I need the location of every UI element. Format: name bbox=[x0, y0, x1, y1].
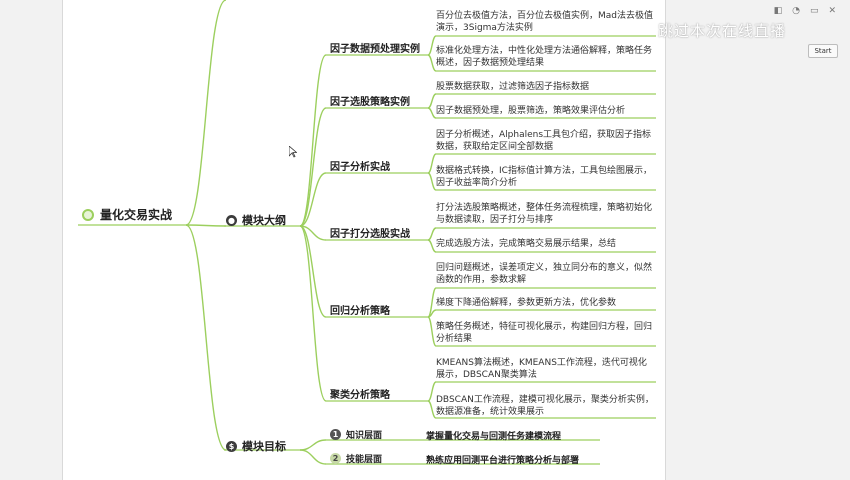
number-one-icon: 1 bbox=[330, 429, 341, 440]
section-node[interactable]: 回归分析策略 bbox=[330, 302, 390, 317]
goal-key-label: 技能层面 bbox=[346, 455, 383, 465]
leaf-text: 股票数据获取，过滤筛选因子指标数据 bbox=[436, 82, 590, 92]
section-node[interactable]: 因子选股策略实例 bbox=[330, 93, 410, 108]
leaf-node[interactable]: 完成选股方法，完成策略交易展示结果，总结 bbox=[436, 238, 654, 250]
leaf-text: 策略任务概述，特征可视化展示，构建回归方程，回归分析结果 bbox=[436, 322, 653, 344]
leaf-node[interactable]: 百分位去极值方法，百分位去极值实例，Mad法去极值演示，3Sigma方法实例 bbox=[436, 10, 654, 34]
leaf-node[interactable]: 数据格式转换，IC指标值计算方法，工具包绘图展示，因子收益率简介分析 bbox=[436, 165, 654, 189]
leaf-text: DBSCAN工作流程，建模可视化展示，聚类分析实例，数据源准备，统计效果展示 bbox=[436, 395, 654, 417]
apple-icon: ● bbox=[226, 214, 237, 226]
window-controls: ◧ ◔ ▭ ✕ bbox=[774, 6, 836, 16]
leaf-node[interactable]: 标准化处理方法，中性化处理方法通俗解释，策略任务概述，因子数据预处理结果 bbox=[436, 45, 654, 69]
leaf-text: 完成选股方法，完成策略交易展示结果，总结 bbox=[436, 239, 617, 249]
mouse-cursor-icon bbox=[289, 146, 297, 158]
leaf-node[interactable]: 股票数据获取，过滤筛选因子指标数据 bbox=[436, 81, 654, 93]
leaf-text: KMEANS算法概述，KMEANS工作流程，迭代可视化展示，DBSCAN聚类算法 bbox=[436, 358, 647, 380]
snapshot-icon[interactable]: ◧ bbox=[773, 6, 783, 16]
goal-value-label: 掌握量化交易与回测任务建模流程 bbox=[426, 432, 562, 442]
leaf-node[interactable]: KMEANS算法概述，KMEANS工作流程，迭代可视化展示，DBSCAN聚类算法 bbox=[436, 357, 654, 381]
section-label: 因子分析实战 bbox=[330, 162, 390, 173]
section-label: 因子数据预处理实例 bbox=[330, 44, 420, 55]
close-icon[interactable]: ✕ bbox=[828, 6, 836, 16]
goal-key-node[interactable]: 2 技能层面 bbox=[330, 452, 382, 465]
root-label: 量化交易实战 bbox=[100, 208, 173, 222]
goal-value-node[interactable]: 掌握量化交易与回测任务建模流程 bbox=[426, 429, 561, 442]
leaf-node[interactable]: 回归问题概述，误差项定义，独立同分布的意义，似然函数的作用，参数求解 bbox=[436, 262, 654, 286]
goal-key-label: 知识层面 bbox=[346, 431, 383, 441]
section-label: 回归分析策略 bbox=[330, 306, 390, 317]
leaf-text: 回归问题概述，误差项定义，独立同分布的意义，似然函数的作用，参数求解 bbox=[436, 263, 653, 285]
goal-key-node[interactable]: 1 知识层面 bbox=[330, 428, 382, 441]
section-node[interactable]: 因子数据预处理实例 bbox=[330, 40, 420, 55]
leaf-text: 因子数据预处理，股票筛选，策略效果评估分析 bbox=[436, 106, 626, 116]
start-button[interactable]: Start bbox=[808, 44, 838, 58]
outline-node[interactable]: ● 模块大纲 bbox=[226, 212, 286, 228]
section-label: 因子选股策略实例 bbox=[330, 97, 410, 108]
number-two-icon: 2 bbox=[330, 453, 341, 464]
leaf-node[interactable]: 因子分析概述，Alphalens工具包介绍，获取因子指标数据，获取给定区间全部数… bbox=[436, 129, 654, 153]
leaf-text: 打分法选股策略概述，整体任务流程梳理，策略初始化与数据读取，因子打分与排序 bbox=[436, 203, 653, 225]
leaf-node[interactable]: 打分法选股策略概述，整体任务流程梳理，策略初始化与数据读取，因子打分与排序 bbox=[436, 202, 654, 226]
goal-value-label: 熟练应用回测平台进行策略分析与部署 bbox=[426, 456, 580, 466]
dollar-icon: $ bbox=[226, 440, 237, 452]
section-label: 因子打分选股实战 bbox=[330, 229, 410, 240]
leaf-text: 梯度下降通俗解释，参数更新方法，优化参数 bbox=[436, 298, 617, 308]
leaf-text: 标准化处理方法，中性化处理方法通俗解释，策略任务概述，因子数据预处理结果 bbox=[436, 46, 653, 68]
leaf-node[interactable]: 梯度下降通俗解释，参数更新方法，优化参数 bbox=[436, 297, 654, 309]
root-bullet-icon bbox=[82, 208, 94, 221]
live-overlay-text[interactable]: 跳过本次在线直播 bbox=[658, 22, 787, 40]
leaf-node[interactable]: 因子数据预处理，股票筛选，策略效果评估分析 bbox=[436, 105, 654, 117]
section-node[interactable]: 因子打分选股实战 bbox=[330, 225, 410, 240]
goals-label: 模块目标 bbox=[242, 440, 286, 453]
goals-node[interactable]: $ 模块目标 bbox=[226, 438, 286, 454]
section-node[interactable]: 聚类分析策略 bbox=[330, 386, 390, 401]
leaf-text: 因子分析概述，Alphalens工具包介绍，获取因子指标数据，获取给定区间全部数… bbox=[436, 130, 652, 152]
root-node[interactable]: 量化交易实战 bbox=[82, 206, 172, 223]
leaf-text: 百分位去极值方法，百分位去极值实例，Mad法去极值演示，3Sigma方法实例 bbox=[436, 11, 653, 33]
leaf-node[interactable]: DBSCAN工作流程，建模可视化展示，聚类分析实例，数据源准备，统计效果展示 bbox=[436, 394, 654, 418]
section-label: 聚类分析策略 bbox=[330, 390, 390, 401]
section-node[interactable]: 因子分析实战 bbox=[330, 158, 390, 173]
clock-icon[interactable]: ◔ bbox=[792, 6, 800, 16]
leaf-node[interactable]: 策略任务概述，特征可视化展示，构建回归方程，回归分析结果 bbox=[436, 321, 654, 345]
outline-label: 模块大纲 bbox=[242, 214, 286, 227]
goal-value-node[interactable]: 熟练应用回测平台进行策略分析与部署 bbox=[426, 453, 579, 466]
maximize-icon[interactable]: ▭ bbox=[809, 6, 819, 16]
leaf-text: 数据格式转换，IC指标值计算方法，工具包绘图展示，因子收益率简介分析 bbox=[436, 166, 652, 188]
